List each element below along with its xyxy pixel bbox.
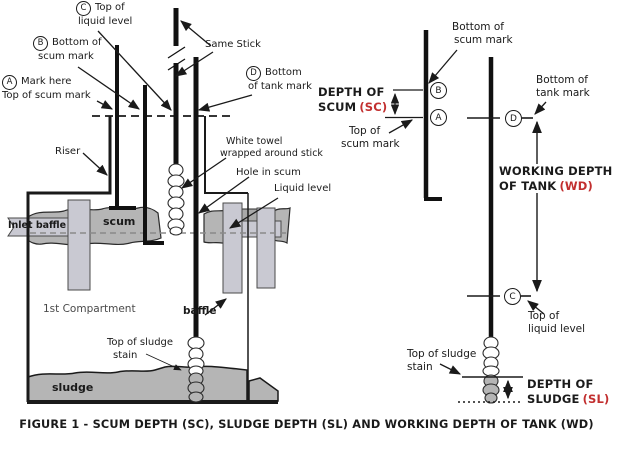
label-white-towel: White towel wrapped around stick [220, 136, 323, 159]
arrow-baffle [204, 298, 227, 316]
outlet-baffle-bar-right [256, 207, 276, 289]
mark-d-circle-right: D [505, 110, 522, 127]
wd-abbr: (WD) [559, 178, 593, 193]
arrow-hole-in-scum [198, 176, 250, 214]
label-d-bottom-of-tank-mark: D Bottom of tank mark [246, 66, 312, 92]
arrow-top-of-sludge-stain-right [439, 363, 462, 375]
tank-outline [26, 116, 278, 404]
label-sludge: sludge [52, 381, 94, 394]
arrow-a-label [96, 100, 114, 110]
break-slash [167, 46, 186, 59]
arrow-c-label [97, 30, 172, 111]
figure-caption: FIGURE 1 - SCUM DEPTH (SC), SLUDGE DEPTH… [19, 418, 594, 431]
right-annotation-arrows [388, 49, 547, 375]
arrow-same-stick-lower [175, 51, 214, 77]
mark-b-circle-right: B [430, 82, 447, 99]
outlet-baffle-bar-left [222, 202, 243, 294]
label-top-of-sludge-stain-right: Top of sludge stain [407, 348, 477, 373]
label-top-of-sludge-stain-left: Top of sludge stain [107, 337, 174, 361]
label-a-mark-here: A Mark here Top of scum mark [2, 75, 91, 101]
label-top-of-scum-mark-right: Top of scum mark [341, 125, 400, 150]
arrow-b-label [77, 66, 140, 110]
left-annotation-arrows [77, 20, 279, 371]
label-depth-of-sludge: DEPTH OF SLUDGE(SL) [527, 377, 610, 406]
left-tank-diagram [7, 8, 291, 404]
label-bottom-of-scum-mark-right: Bottom of scum mark [452, 21, 513, 46]
label-hole-in-scum: Hole in scum [236, 167, 301, 178]
towel-on-liquid-stick [167, 163, 185, 236]
arrow-bottom-of-scum [428, 49, 458, 84]
mark-b-circle: B [33, 36, 48, 51]
label-b-bottom-of-scum-mark: B Bottom of scum mark [33, 36, 102, 64]
arrow-white-towel [181, 157, 227, 189]
sc-abbr: (SC) [359, 99, 388, 114]
arrow-top-of-liquid [527, 300, 545, 315]
label-c-top-of-liquid-level: C Top of liquid level [76, 1, 133, 27]
arrow-top-of-scum [388, 119, 413, 134]
label-riser: Riser [55, 146, 81, 157]
towel-on-working-depth-stick [482, 336, 500, 404]
label-scum: scum [103, 215, 136, 228]
mark-c-circle: C [76, 1, 91, 16]
label-inlet-baffle: Inlet baffle [8, 220, 67, 231]
mark-a-circle-right: A [430, 109, 447, 126]
depth-of-scum-bracket [385, 89, 423, 119]
mark-d-circle: D [246, 66, 261, 81]
inlet-baffle-bar [67, 199, 91, 291]
inlet-pipe [7, 217, 69, 237]
label-liquid-level: Liquid level [274, 183, 332, 194]
measuring-sticks [109, 8, 199, 338]
label-bottom-of-tank-mark-right: Bottom of tank mark [536, 74, 590, 99]
label-1st-compartment: 1st Compartment [43, 303, 136, 315]
label-depth-of-scum: DEPTH OF SCUM(SC) [318, 85, 388, 114]
arrow-top-of-sludge-stain [145, 353, 182, 371]
label-working-depth: WORKING DEPTH OF TANK(WD) [497, 164, 615, 193]
mark-a-circle: A [2, 75, 17, 90]
arrow-riser [82, 152, 108, 176]
arrow-liquid-level [229, 197, 279, 229]
right-measurement-diagram [385, 30, 547, 404]
break-slash [167, 58, 186, 71]
sl-abbr: (SL) [582, 391, 610, 406]
mark-c-circle-right: C [504, 288, 521, 305]
arrow-same-stick-upper [180, 20, 212, 47]
arrow-d-label [197, 94, 253, 112]
label-same-stick: Same Stick [205, 39, 261, 50]
label-top-of-liquid-level-right: Top of liquid level [528, 310, 586, 335]
arrow-bottom-of-tank [534, 101, 547, 115]
towel-on-tank-stick [187, 336, 205, 403]
label-baffle: baffle [183, 305, 217, 317]
